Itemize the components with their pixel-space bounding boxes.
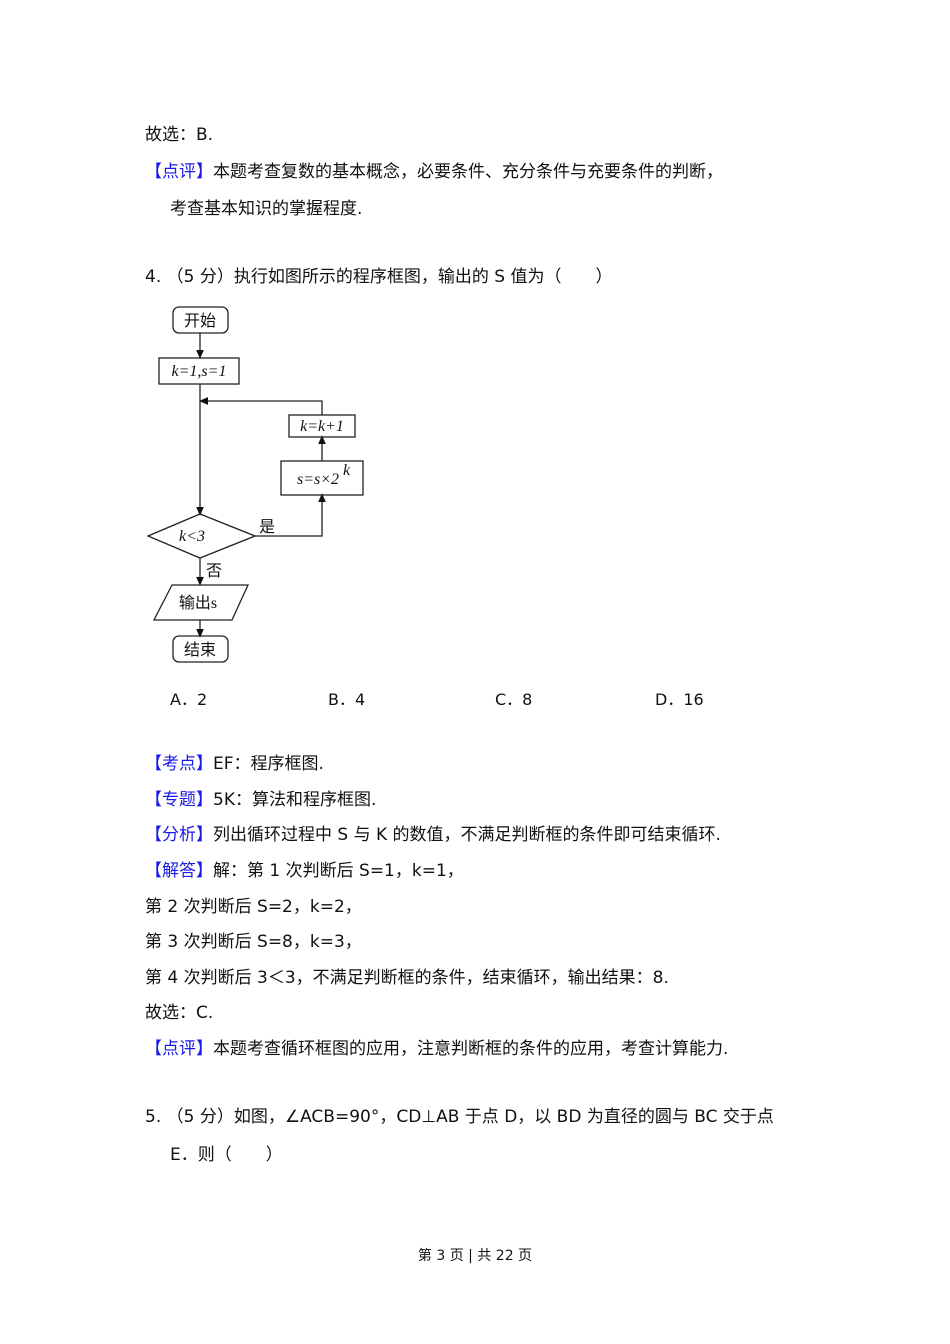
pingjia-tag: 【点评】: [145, 1039, 213, 1059]
output-label: 输出s: [179, 594, 217, 612]
jieda-line-2: 第 2 次判断后 S=2，k=2，: [145, 897, 362, 917]
q5-stem: 5. （5 分）如图，∠ACB=90°，CD⊥AB 于点 D，以 BD 为直径的…: [145, 1107, 774, 1127]
q4-stem: 4. （5 分）执行如图所示的程序框图，输出的 S 值为（ ）: [145, 267, 613, 287]
jieda-text: 解：第 1 次判断后 S=1，k=1，: [213, 861, 464, 881]
jieda-line-3: 第 3 次判断后 S=8，k=3，: [145, 932, 362, 952]
kaodian-tag: 【考点】: [145, 754, 213, 774]
update-label: s=s×2: [297, 471, 339, 488]
page-footer: 第 3 页 | 共 22 页: [417, 1248, 533, 1264]
fenxi-tag: 【分析】: [145, 825, 213, 845]
fenxi: 【分析】列出循环过程中 S 与 K 的数值，不满足判断框的条件即可结束循环.: [145, 824, 721, 846]
jieda-tag: 【解答】: [145, 861, 213, 881]
kaodian-text: EF：程序框图.: [213, 754, 324, 774]
jieda-line-4: 第 4 次判断后 3＜3，不满足判断框的条件，结束循环，输出结果：8.: [145, 968, 669, 988]
option-c: C．8: [495, 690, 533, 709]
zhuanti-tag: 【专题】: [145, 790, 213, 810]
end-label: 结束: [184, 641, 216, 659]
prev-comment: 【点评】本题考查复数的基本概念，必要条件、充分条件与充要条件的判断，: [145, 161, 723, 183]
no-label: 否: [206, 563, 222, 580]
condition-label: k<3: [179, 528, 205, 545]
prev-comment-cont: 考查基本知识的掌握程度.: [170, 199, 363, 219]
init-label: k=1,s=1: [172, 363, 227, 380]
flowchart: 开始 k=1,s=1 k=k+1 s=s×2 k k<3 是 否 输出s 结束: [146, 306, 364, 663]
init-node: [158, 357, 240, 385]
start-label: 开始: [184, 312, 216, 330]
zhuanti-text: 5K：算法和程序框图.: [213, 790, 377, 810]
q5-stem-cont: E．则（ ）: [170, 1145, 283, 1165]
pingjia: 【点评】本题考查循环框图的应用，注意判断框的条件的应用，考查计算能力.: [145, 1038, 728, 1060]
kaodian: 【考点】EF：程序框图.: [145, 753, 324, 775]
comment-tag: 【点评】: [145, 162, 213, 182]
end-node: [172, 635, 229, 663]
prev-choice: 故选：B.: [145, 125, 214, 145]
pingjia-text: 本题考查循环框图的应用，注意判断框的条件的应用，考查计算能力.: [213, 1039, 729, 1059]
option-a: A．2: [170, 690, 208, 709]
increment-label: k=k+1: [300, 418, 344, 435]
jieda-line-5: 故选：C.: [145, 1003, 214, 1023]
option-d: D．16: [655, 690, 704, 709]
zhuanti: 【专题】5K：算法和程序框图.: [145, 789, 376, 811]
fenxi-text: 列出循环过程中 S 与 K 的数值，不满足判断框的条件即可结束循环.: [213, 825, 721, 845]
output-node: [152, 584, 250, 621]
option-b: B．4: [328, 690, 366, 709]
comment-text: 本题考查复数的基本概念，必要条件、充分条件与充要条件的判断，: [213, 162, 723, 182]
jieda: 【解答】解：第 1 次判断后 S=1，k=1，: [145, 860, 464, 882]
update-exponent: k: [343, 462, 351, 479]
yes-label: 是: [259, 519, 275, 536]
